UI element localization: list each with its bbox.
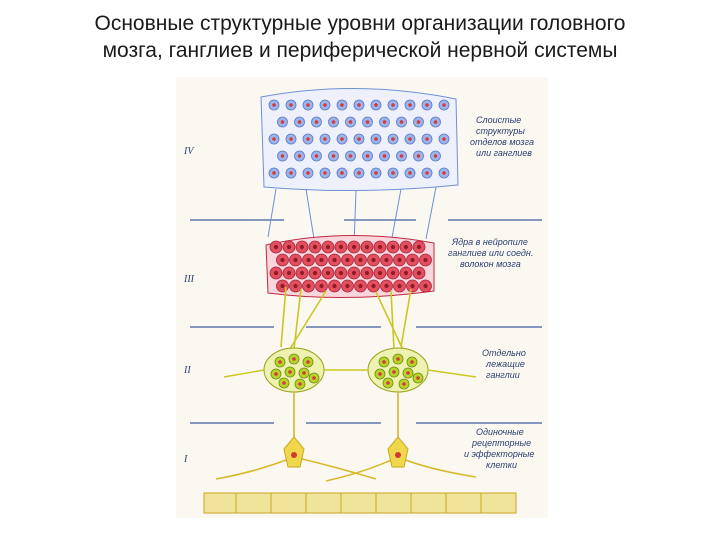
svg-text:или ганглиев: или ганглиев (476, 148, 532, 158)
svg-text:лежащие: лежащие (485, 359, 525, 369)
level-iii-numeral: III (183, 274, 195, 285)
svg-text:волокон мозга: волокон мозга (460, 259, 521, 269)
level-ii-numeral: II (183, 365, 191, 376)
slide-title: Основные структурные уровни организации … (0, 10, 720, 64)
svg-text:Слоистые: Слоистые (476, 115, 521, 125)
level-i-numeral: I (183, 454, 188, 465)
label-layer-ii: Отдельно лежащие ганглии (482, 348, 526, 380)
svg-text:и эффекторные: и эффекторные (464, 449, 534, 459)
title-line-2: мозга, ганглиев и периферической нервной… (102, 39, 618, 62)
svg-text:Ядра в нейропиле: Ядра в нейропиле (451, 237, 528, 247)
layer-i-single-cells (203, 392, 517, 514)
label-layer-i: Одиночные рецепторные и эффекторные клет… (464, 427, 534, 470)
layer-ii-ganglia (223, 347, 477, 393)
svg-text:Отдельно: Отдельно (482, 348, 526, 358)
svg-text:клетки: клетки (486, 460, 517, 470)
title-line-1: Основные структурные уровни организации … (94, 12, 626, 35)
connecting-fibers (280, 286, 412, 353)
level-dividers (190, 219, 542, 424)
layer-iii-nuclei (265, 235, 435, 299)
svg-text:отделов мозга: отделов мозга (470, 137, 534, 147)
svg-text:ганглии: ганглии (486, 370, 520, 380)
svg-text:Одиночные: Одиночные (476, 427, 524, 437)
svg-text:структуры: структуры (476, 126, 525, 136)
label-layer-iv: Слоистые структуры отделов мозга или ган… (470, 115, 534, 158)
svg-text:рецепторные: рецепторные (471, 438, 531, 448)
svg-text:ганглиев или соедн.: ганглиев или соедн. (448, 248, 533, 258)
nervous-system-levels-figure: IV III II I Слоистые структуры отделов м… (176, 77, 548, 518)
layer-iv-layered-structures (260, 87, 459, 246)
level-iv-numeral: IV (183, 146, 195, 157)
label-layer-iii: Ядра в нейропиле ганглиев или соедн. вол… (448, 237, 533, 269)
